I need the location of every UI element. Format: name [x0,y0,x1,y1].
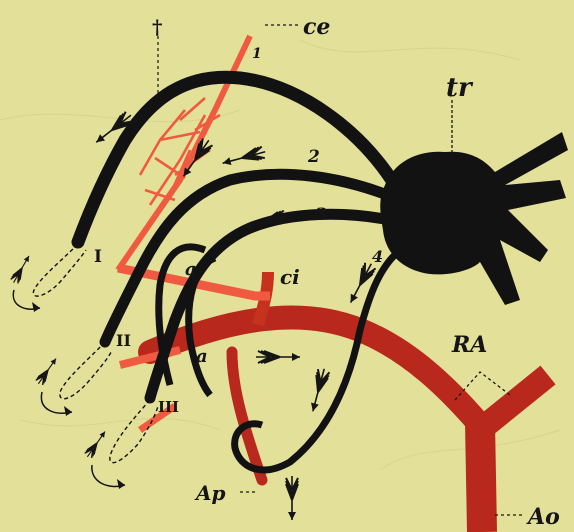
label-a-lower: a [196,346,208,367]
label-II: II [116,331,131,350]
label-a-upper: a [185,259,197,280]
curved-arrow-icon [10,254,40,312]
label-III: III [158,398,179,416]
label-1: 1 [252,46,262,62]
feathered-arrow-icon [286,476,298,520]
dashed-end-III [110,400,158,463]
aorta-right-branch [480,375,548,430]
label-ci: ci [280,265,300,289]
label-Ao: Ao [526,504,560,530]
curved-arrow-icon [35,356,72,416]
label-4: 4 [372,247,383,266]
feathered-arrow-icon [256,351,300,363]
label-I: I [94,247,102,267]
dashed-end-II [60,342,112,399]
label-Ap: Ap [194,481,226,505]
feathered-arrow-icon [307,367,330,413]
label-2: 2 [307,147,320,167]
aorta-descending [480,422,482,532]
label-3: 3 [315,205,327,225]
feathered-arrow-icon [221,146,267,169]
dashed-end-I [33,244,86,296]
label-tr: tr [446,73,474,103]
pulmonary-vessel [232,352,262,480]
ganglion-tr [380,132,568,305]
label-dagger: † [152,15,162,39]
label-RA: RA [451,332,487,358]
label-ce: ce [303,14,330,40]
